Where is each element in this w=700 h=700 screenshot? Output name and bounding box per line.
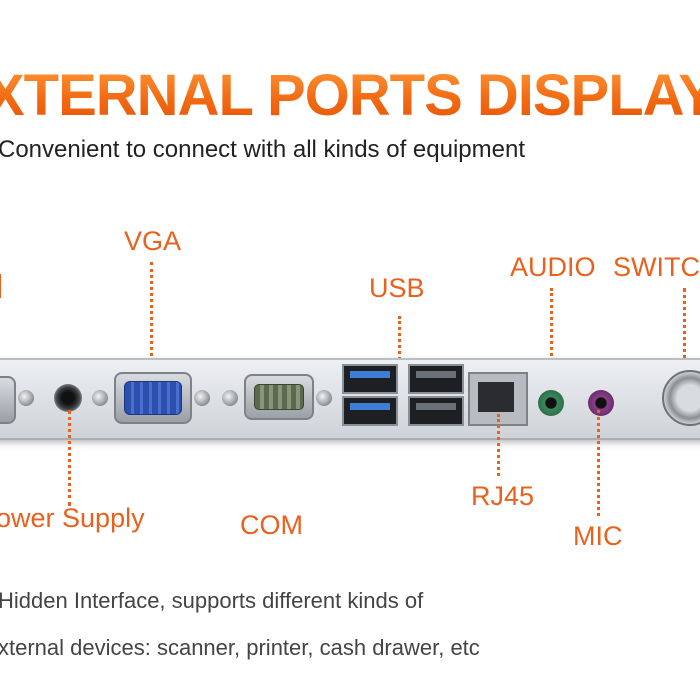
com-label: COM — [240, 510, 303, 540]
vga-leader-line — [150, 262, 153, 380]
mic-label: MIC — [573, 521, 623, 551]
ports-panel — [0, 358, 700, 440]
usb-port — [408, 364, 464, 394]
usb-label: USB — [369, 273, 425, 303]
usb-port — [408, 396, 464, 426]
page-title: XTERNAL PORTS DISPLAY — [0, 62, 700, 129]
description-line-2: xternal devices: scanner, printer, cash … — [0, 635, 480, 660]
com-port — [244, 374, 314, 420]
screw — [92, 390, 108, 406]
screw — [18, 390, 34, 406]
audio-label: AUDIO — [510, 252, 596, 282]
usb-port — [342, 396, 398, 426]
power-switch — [662, 370, 700, 426]
screw — [222, 390, 238, 406]
power-leader-line — [68, 410, 71, 506]
power-jack — [54, 384, 82, 412]
usb-port — [342, 364, 398, 394]
com-pins — [254, 384, 304, 410]
screw — [194, 390, 210, 406]
usb-leader-line — [398, 316, 401, 372]
switch-label: SWITC — [613, 252, 700, 282]
rj45-label: RJ45 — [471, 481, 535, 511]
partial-port — [0, 376, 16, 424]
mic-leader-line — [597, 410, 600, 516]
mic-jack — [588, 390, 614, 416]
screw — [316, 390, 332, 406]
vga-pins — [124, 381, 182, 415]
audio-jack — [538, 390, 564, 416]
switch-leader-line — [683, 288, 686, 378]
subtitle: Convenient to connect with all kinds of … — [0, 136, 525, 163]
vga-port — [114, 372, 192, 424]
description-line-1: Hidden Interface, supports different kin… — [0, 588, 424, 613]
rj45-leader-line — [497, 414, 500, 476]
audio-leader-line — [550, 288, 553, 398]
power-supply-label: ower Supply — [0, 503, 145, 533]
cutoff-label-fragment — [0, 274, 1, 298]
vga-label: VGA — [124, 226, 182, 256]
